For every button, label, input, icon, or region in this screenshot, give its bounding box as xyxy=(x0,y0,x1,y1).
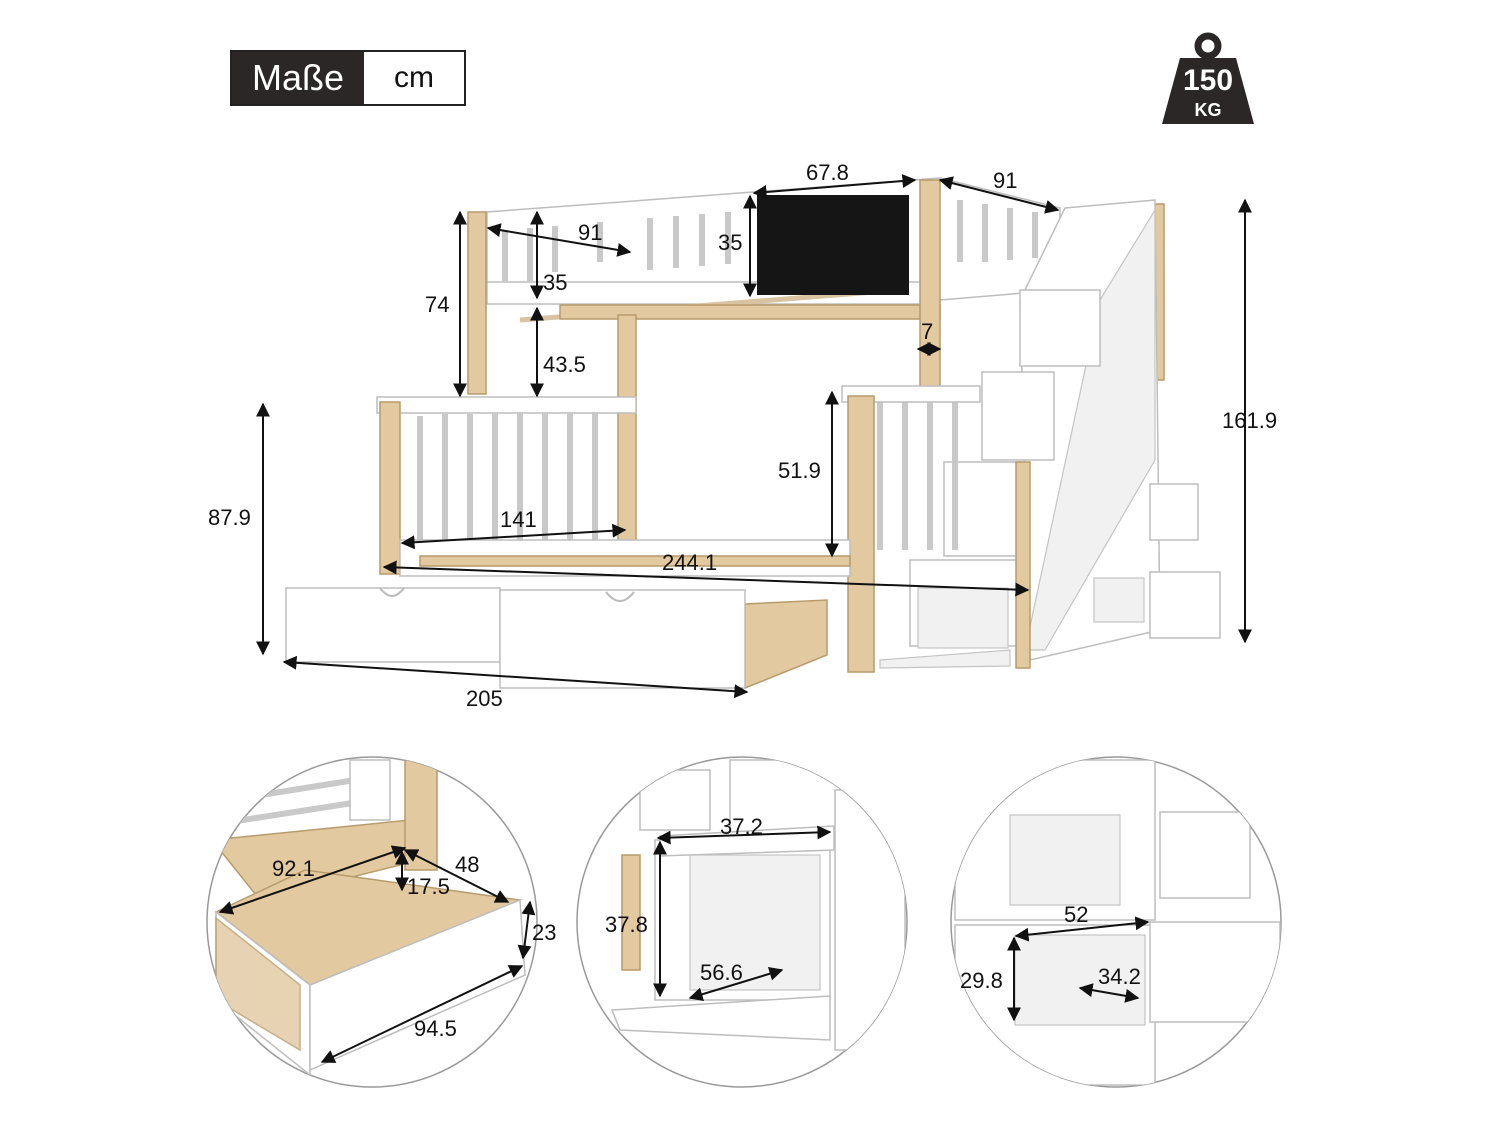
dim-step-width: 37.2 xyxy=(720,814,763,839)
dim-right-depth: 91 xyxy=(993,168,1017,193)
dim-upper-rail-height: 35 xyxy=(543,270,567,295)
post-lower-right xyxy=(847,395,875,673)
dim-upper-depth: 91 xyxy=(578,220,602,245)
weight-unit: KG xyxy=(1195,100,1222,120)
dim-drawer-depth: 48 xyxy=(455,852,479,877)
dim-board-width: 67.8 xyxy=(806,160,849,185)
weight-value: 150 xyxy=(1183,64,1233,97)
post-upper-right xyxy=(919,179,941,391)
dim-lower-height: 87.9 xyxy=(208,505,251,530)
bunk-bed-illustration xyxy=(285,177,1221,690)
dim-lower-length: 141 xyxy=(500,507,537,532)
drawer-right xyxy=(499,589,746,689)
units-value: cm xyxy=(364,52,464,104)
detail-drawer: 92.1 48 17.5 23 94.5 xyxy=(206,756,556,1088)
dim-board-height: 35 xyxy=(718,230,742,255)
dim-total-length: 244.1 xyxy=(662,550,717,575)
units-legend: Maße cm xyxy=(230,50,466,106)
dim-cabinet-height: 29.8 xyxy=(960,968,1003,993)
post-middle xyxy=(617,314,637,550)
detail-step: 37.2 37.8 56.6 xyxy=(576,756,908,1088)
dim-total-height: 161.9 xyxy=(1222,408,1277,433)
dim-cabinet-width: 52 xyxy=(1064,902,1088,927)
dimension-lines: 91 35 74 43.5 67.8 35 91 7 161.9 51.9 14… xyxy=(208,160,1277,711)
post-upper-left xyxy=(467,211,487,395)
dim-drawer-length: 205 xyxy=(466,686,503,711)
dim-upper-bed-height: 74 xyxy=(425,292,449,317)
dim-drawer-outer-height: 23 xyxy=(532,920,556,945)
dim-lower-rail-height: 51.9 xyxy=(778,458,821,483)
dim-step-height: 37.8 xyxy=(605,912,648,937)
drawer-left xyxy=(285,587,501,663)
dim-step-depth: 56.6 xyxy=(700,960,743,985)
post-lower-left xyxy=(379,401,401,575)
dim-cabinet-depth: 34.2 xyxy=(1098,964,1141,989)
chalkboard xyxy=(757,195,909,295)
dim-drawer-length-detail: 94.5 xyxy=(414,1016,457,1041)
weight-capacity-icon: 150 KG xyxy=(1162,32,1254,124)
dim-clearance: 43.5 xyxy=(543,352,586,377)
dim-drawer-inner-height: 17.5 xyxy=(407,874,450,899)
dim-post: 7 xyxy=(921,319,933,344)
units-label: Maße xyxy=(232,52,364,104)
detail-cabinet: 52 29.8 34.2 xyxy=(950,756,1282,1088)
dim-drawer-width: 92.1 xyxy=(272,856,315,881)
